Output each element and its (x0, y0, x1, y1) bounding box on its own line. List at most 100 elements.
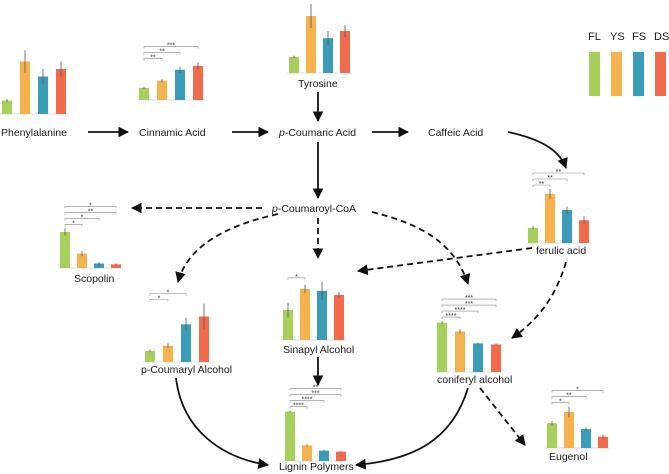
coniferyl_alcohol-bar-fl (437, 322, 447, 372)
label-p-coumaric-acid: p-Coumaric Acid (278, 127, 356, 139)
arrow-caffeic-to-ferulic (507, 131, 568, 170)
legend-label-ds: DS (654, 31, 669, 43)
label-p-coumaric-rest: -Coumaric Acid (285, 127, 356, 139)
tyrosine-bar-fl (289, 56, 299, 73)
label-p-coumaryl-alcohol: p-Coumaryl Alcohol (141, 364, 232, 376)
sinapyl_alcohol-bar-fl (283, 310, 293, 340)
lignin_polymers-sig-label-1: **** (302, 397, 313, 404)
ferulic_acid-sig-bracket-2 (532, 172, 585, 175)
arrow-pcoumaryl-to-lignin (175, 377, 270, 469)
legend-swatch-ds (655, 52, 666, 96)
coniferyl_alcohol-sig-bracket-0 (441, 316, 461, 320)
label-p-coumaroyl-rest: -Coumaroyl-CoA (278, 203, 356, 215)
phenylalanine-bar-ds (56, 69, 66, 114)
scopolin-bar-fl (60, 232, 70, 268)
legend-swatch-fs (633, 52, 644, 96)
cinnamic_acid-sig-label-1: ** (159, 49, 165, 56)
eugenol-bar-fl (547, 423, 557, 448)
label-scopolin: Scopolin (74, 273, 114, 285)
scopolin-bar-fs (94, 263, 104, 268)
chart-cinnamic-acid: ******* (137, 43, 205, 101)
cinnamic_acid-bar-fl (139, 87, 149, 100)
ferulic_acid-sig-label-0: ** (539, 181, 545, 188)
p_coumaryl_alcohol-bar-ys (163, 345, 173, 362)
ferulic_acid-bar-fl (528, 228, 538, 243)
sinapyl_alcohol-bar-fs (317, 290, 327, 340)
scopolin-sig-bracket-2 (64, 212, 117, 215)
cinnamic_acid-sig-label-0: ** (150, 55, 156, 62)
lignin_polymers-sig-label-3: ** (313, 385, 319, 392)
cinnamic_acid-bar-fs (175, 69, 185, 100)
p_coumaryl_alcohol-sig-label-1: * (167, 290, 170, 297)
lignin_polymers-bar-fs (319, 450, 329, 461)
legend-label-fl: FL (588, 31, 601, 43)
eugenol-sig-label-1: ** (566, 393, 572, 400)
ferulic_acid-bar-fs (562, 210, 572, 243)
eugenol-sig-bracket-0 (551, 402, 570, 405)
tyrosine-bar-fs (323, 38, 333, 73)
coniferyl_alcohol-sig-label-0: **** (446, 313, 457, 320)
lignin_polymers-sig-bracket-3 (289, 388, 342, 391)
chart-coniferyl-alcohol: ************** (435, 295, 503, 373)
lignin_polymers-bar-fl (285, 411, 295, 461)
chart-tyrosine (287, 4, 352, 74)
label-tyrosine: Tyrosine (298, 78, 338, 90)
sinapyl_alcohol-bar-ds (334, 295, 344, 340)
tyrosine-bar-ds (340, 31, 350, 73)
coniferyl_alcohol-sig-label-1: **** (455, 307, 466, 314)
chart-p-coumaryl-alcohol: ** (143, 290, 211, 363)
scopolin-sig-bracket-3 (64, 206, 117, 209)
label-p-coumaroyl-prefix: p (271, 203, 278, 215)
scopolin-sig-label-3: * (89, 202, 92, 209)
legend-label-fs: FS (632, 31, 646, 43)
legend-swatch-fl (589, 52, 600, 96)
ferulic_acid-sig-label-1: ** (547, 175, 553, 182)
p_coumaryl_alcohol-sig-label-0: * (158, 296, 161, 303)
arrow-coniferyl-to-lignin (354, 387, 469, 470)
lignin_polymers-sig-bracket-1 (289, 400, 325, 403)
p_coumaryl_alcohol-sig-bracket-0 (149, 299, 169, 302)
chart-sinapyl-alcohol: * (281, 274, 346, 341)
tyrosine-bar-ys (306, 16, 316, 73)
arrow-coniferyl-to-eugenol (479, 387, 526, 446)
label-ferulic-acid: ferulic acid (536, 245, 586, 257)
label-lignin-polymers: Lignin Polymers (279, 461, 354, 473)
cinnamic_acid-sig-bracket-1 (143, 52, 181, 55)
label-sinapyl-alcohol: Sinapyl Alcohol (283, 344, 354, 356)
chart-eugenol: **** (545, 387, 610, 449)
label-coniferyl-alcohol: coniferyl alcohol (437, 374, 512, 386)
label-eugenol: Eugenol (549, 451, 588, 463)
eugenol-sig-label-0: * (559, 399, 562, 406)
ferulic_acid-bar-ds (579, 220, 589, 243)
coniferyl_alcohol-sig-bracket-3 (441, 298, 497, 302)
chart-ferulic-acid: ****** (526, 169, 591, 244)
ferulic_acid-sig-bracket-0 (532, 184, 551, 187)
phenylalanine-bar-ys (20, 61, 30, 114)
label-p-coumaroyl-coa: p-Coumaroyl-CoA (271, 203, 356, 215)
p_coumaryl_alcohol-bar-ds (199, 316, 209, 362)
p_coumaryl_alcohol-bar-fl (145, 350, 155, 362)
phenylalanine-bar-fl (2, 100, 12, 114)
cinnamic_acid-bar-ds (193, 65, 203, 100)
coniferyl_alcohol-sig-label-3: *** (465, 295, 473, 302)
chart-phenylalanine (0, 50, 68, 115)
arrow-coumaroyl-to-coniferyl (371, 211, 471, 286)
sinapyl_alcohol-bar-ys (300, 289, 310, 340)
ferulic_acid-sig-label-2: ** (556, 169, 562, 176)
cinnamic_acid-sig-bracket-2 (143, 46, 199, 49)
chart-lignin-polymers: ************* (283, 385, 348, 462)
label-p-coumaric-prefix: p (278, 127, 285, 139)
arrow-coumaroyl-to-pcoumaryl (175, 213, 279, 284)
cinnamic_acid-sig-label-2: *** (167, 43, 175, 50)
p_coumaryl_alcohol-sig-bracket-1 (149, 293, 187, 296)
lignin_polymers-bar-ys (302, 445, 312, 461)
coniferyl_alcohol-bar-ys (455, 331, 465, 372)
scopolin-bar-ds (111, 264, 121, 268)
lignin_polymers-sig-bracket-0 (289, 406, 308, 409)
scopolin-sig-label-1: * (81, 214, 84, 221)
eugenol-bar-ds (598, 436, 608, 448)
legend: FL YS FS DS (588, 31, 669, 96)
label-caffeic-acid: Caffeic Acid (428, 127, 483, 139)
label-cinnamic-acid: Cinnamic Acid (139, 127, 206, 139)
sinapyl_alcohol-sig-bracket-0 (287, 277, 306, 280)
